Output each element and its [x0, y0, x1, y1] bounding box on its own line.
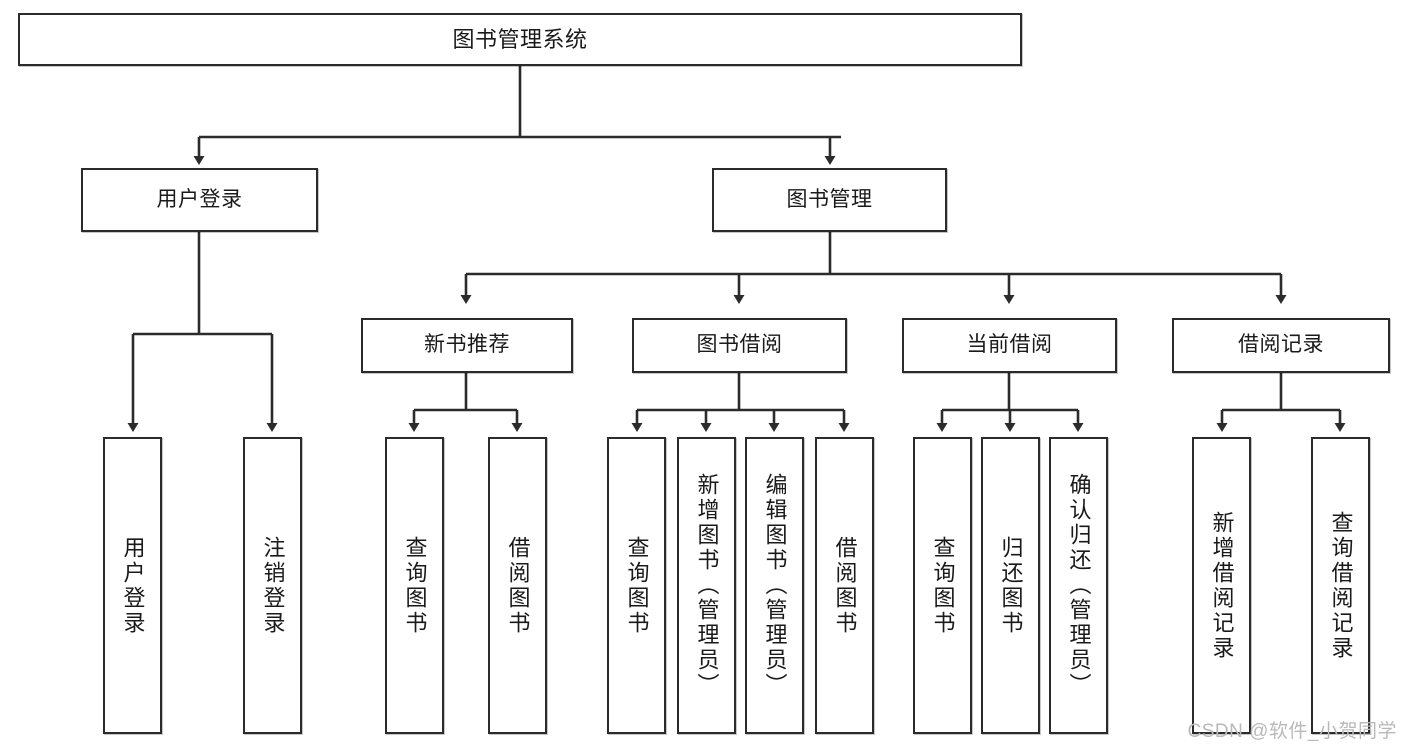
node-label: 新增图书（管理员） [694, 473, 720, 698]
node-label: 图书管理系统 [452, 26, 588, 52]
node-leaf-logout[interactable]: 注销登录 [243, 437, 302, 734]
node-book-borrow[interactable]: 图书借阅 [632, 318, 847, 373]
node-label: 用户登录 [120, 535, 146, 636]
node-leaf-confirm-return-admin[interactable]: 确认归还（管理员） [1049, 437, 1108, 734]
node-label: 归还图书 [998, 535, 1024, 636]
node-leaf-query-borrow-record[interactable]: 查询借阅记录 [1311, 437, 1370, 734]
node-leaf-query-book-recommend[interactable]: 查询图书 [385, 437, 444, 734]
node-label: 借阅记录 [1238, 333, 1324, 357]
node-leaf-borrow-book-recommend[interactable]: 借阅图书 [488, 437, 547, 734]
node-label: 查询图书 [930, 535, 956, 636]
node-leaf-add-borrow-record[interactable]: 新增借阅记录 [1192, 437, 1251, 734]
node-leaf-edit-book-admin[interactable]: 编辑图书（管理员） [745, 437, 804, 734]
node-current-borrow[interactable]: 当前借阅 [902, 318, 1117, 373]
node-label: 查询图书 [402, 535, 428, 636]
node-label: 借阅图书 [505, 535, 531, 636]
node-label: 新书推荐 [424, 333, 510, 357]
node-leaf-add-book-admin[interactable]: 新增图书（管理员） [677, 437, 736, 734]
node-label: 查询图书 [624, 535, 650, 636]
node-label: 新增借阅记录 [1209, 510, 1235, 661]
node-leaf-return-book[interactable]: 归还图书 [981, 437, 1040, 734]
node-leaf-query-book-current[interactable]: 查询图书 [913, 437, 972, 734]
node-label: 当前借阅 [966, 333, 1053, 357]
node-user-login[interactable]: 用户登录 [81, 168, 318, 232]
node-new-book-recommend[interactable]: 新书推荐 [361, 318, 573, 373]
node-label: 注销登录 [260, 535, 286, 636]
node-label: 借阅图书 [832, 535, 858, 636]
node-leaf-query-book-borrow[interactable]: 查询图书 [607, 437, 666, 734]
node-book-manage[interactable]: 图书管理 [712, 168, 947, 232]
node-leaf-user-login[interactable]: 用户登录 [103, 437, 162, 734]
node-label: 编辑图书（管理员） [762, 473, 788, 698]
node-leaf-borrow-book[interactable]: 借阅图书 [815, 437, 874, 734]
node-label: 确认归还（管理员） [1066, 473, 1092, 698]
node-label: 图书管理 [786, 187, 873, 211]
node-label: 图书借阅 [696, 333, 783, 357]
node-root-system[interactable]: 图书管理系统 [18, 13, 1022, 66]
node-label: 查询借阅记录 [1328, 510, 1354, 661]
node-label: 用户登录 [156, 187, 243, 211]
node-borrow-record[interactable]: 借阅记录 [1172, 318, 1390, 373]
